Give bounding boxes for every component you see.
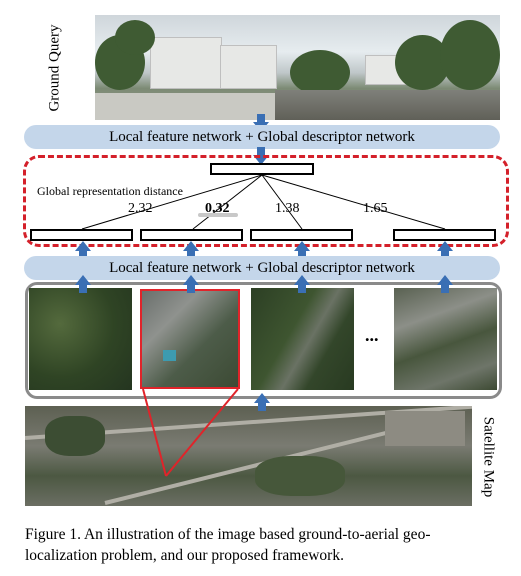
ground-query-label: Ground Query [46,24,63,112]
distance-title: Global representation distance [37,184,183,198]
ground-panorama-image [95,15,500,120]
tiles-ellipsis: ... [365,325,379,345]
satellite-map-label: Satellite Map [480,416,497,498]
pool-detail [163,350,176,361]
satellite-tile [394,288,497,390]
distance-value: 1.65 [363,201,388,216]
arrow-up-icon [183,275,199,293]
arrow-up-icon [294,241,310,259]
arrow-up-icon [183,241,199,259]
arrow-up-icon [294,275,310,293]
reference-descriptor-box [250,229,353,241]
arrow-up-icon [75,241,91,259]
distance-value: 1.38 [275,201,300,216]
reference-descriptor-box [30,229,133,241]
arrow-up-icon [437,275,453,293]
arrow-up-icon [254,393,270,411]
reference-descriptor-box [393,229,496,241]
satellite-map-image [25,406,472,506]
figure-caption: Figure 1. An illustration of the image b… [25,526,431,564]
best-distance-underline [198,213,238,217]
satellite-tile [29,288,132,390]
arrow-down-icon [253,114,269,132]
bottom-network-bar: Local feature network + Global descripto… [24,256,500,280]
distance-value: 2.32 [128,201,153,216]
arrow-up-icon [437,241,453,259]
satellite-tile-matched [140,289,240,389]
top-network-bar: Local feature network + Global descripto… [24,125,500,149]
distance-value-best: 0.32 [205,201,230,216]
satellite-tile [251,288,354,390]
reference-descriptor-box [140,229,243,241]
arrow-up-icon [75,275,91,293]
query-descriptor-box [210,163,314,175]
distance-region-frame [23,155,509,247]
